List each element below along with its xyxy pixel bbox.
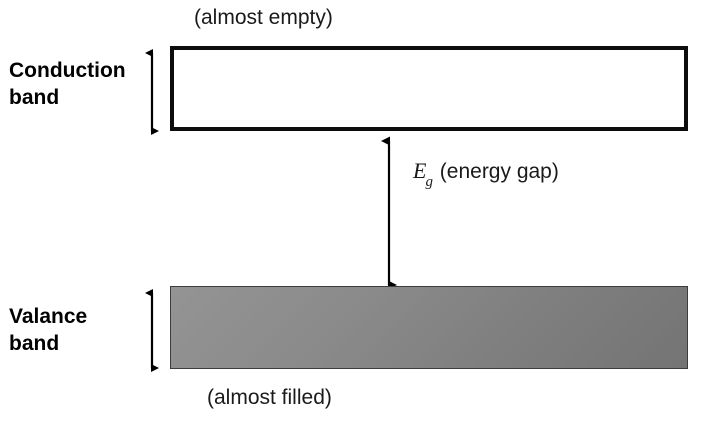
energy-gap-label: Eg (energy gap) [413,158,559,192]
almost-filled-label: (almost filled) [207,386,332,409]
almost-empty-label: (almost empty) [194,6,333,29]
conduction-band-label-line1: Conduction [9,59,126,82]
energy-gap-description: (energy gap) [433,160,559,183]
valance-band-label: Valance band [9,303,87,357]
conduction-band-height-arrow [145,49,159,135]
conduction-band-box [170,46,688,131]
energy-gap-arrow [381,136,397,290]
conduction-band-label-line2: band [9,86,60,109]
valance-band-label-line2: band [9,332,60,355]
conduction-band-label: Conduction band [9,57,126,111]
energy-gap-symbol: E [413,158,427,183]
valance-band-box [170,286,688,369]
valance-band-label-line1: Valance [9,305,88,328]
energy-gap-subscript: g [425,174,433,191]
valance-band-height-arrow [145,289,159,372]
